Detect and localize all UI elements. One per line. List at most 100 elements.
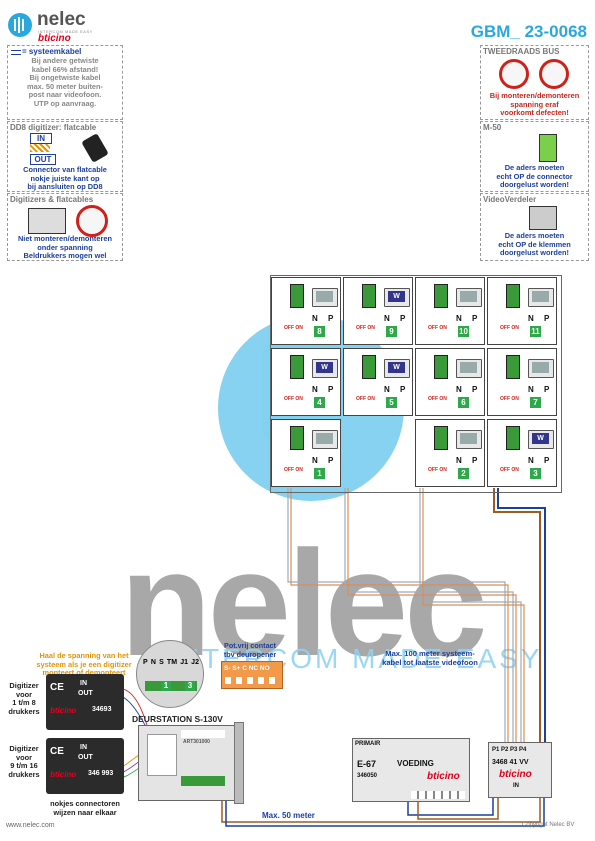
monitor-screen: W (388, 362, 405, 373)
n-label: N (312, 456, 318, 465)
voeding-code: 346050 (357, 773, 378, 779)
monitor-icon: W (528, 430, 554, 449)
digitizer-2-label: Digitizer voor 9 t/m 16 drukkers (4, 744, 44, 779)
terminal-block-icon (290, 355, 304, 379)
off-on-switch: OFF ON (500, 467, 519, 473)
vv-ports: P1 P2 P3 P4 (492, 747, 527, 753)
digitizer-1: CE IN OUT bticino 34693 (46, 674, 124, 730)
dd8-in-label: IN (30, 133, 52, 144)
monitor-screen (316, 433, 333, 444)
n-label: N (312, 385, 318, 394)
floor-border-top (270, 275, 562, 493)
n-label: N (528, 385, 534, 394)
digitizers-box: Digitizers & flatcables Niet monteren/de… (7, 193, 123, 261)
deurstation-label: DEURSTATION S-130V (132, 714, 223, 724)
nokjes-note: nokjes connectoren wijzen naar elkaar (40, 799, 130, 817)
p-label: P (328, 314, 334, 323)
off-on-switch: OFF ON (428, 396, 447, 402)
deurstation: ART301000 (138, 725, 236, 801)
flatcable-device-icon (28, 208, 66, 234)
footer-copyright: Copyright Nelec BV (522, 822, 575, 828)
p-label: P (544, 385, 550, 394)
systeemkabel-line: UTP op aanvraag. (33, 98, 97, 108)
cable-unit-4 (344, 488, 514, 745)
digitizer-1-code: 34693 (92, 706, 112, 713)
monitor-screen (532, 362, 549, 373)
off-on-switch: OFF ON (284, 396, 303, 402)
digitizer-2-line: 9 t/m 16 (10, 761, 38, 771)
p-label: P (472, 456, 478, 465)
systeemkabel-text: Bij andere getwiste kabel 66% afstand! B… (8, 56, 122, 109)
dd8-out-label: OUT (30, 154, 56, 165)
videoverdeler-title: VideoVerdeler (483, 195, 537, 204)
monitor-icon (456, 288, 482, 307)
monitor-screen (460, 433, 477, 444)
digitizers-line: Niet monteren/demonteren (17, 234, 113, 243)
m50-text: De aders moeten echt OP de connector doo… (481, 163, 588, 190)
unit-number: 7 (530, 397, 541, 408)
spanning-warning: Haal de spanning van het systeem als je … (24, 651, 144, 678)
pnstm-terminal-strip (145, 681, 197, 691)
digitizer-2: CE IN OUT bticino 346 993 (46, 738, 124, 794)
max50-label: Max. 50 meter (262, 811, 315, 820)
digitizer-2-line: drukkers (8, 769, 40, 779)
contact-block: S- S+ C NC NO (221, 661, 283, 689)
monitor-screen (316, 291, 333, 302)
m50-line: echt OP de connector (496, 171, 573, 181)
monitor-screen: W (316, 362, 333, 373)
videoverdeler-unit: P1 P2 P3 P4 3468 41 VV bticino IN (488, 742, 552, 798)
unit-number: 8 (314, 326, 325, 337)
p-label: P (472, 314, 478, 323)
digitizer-1-line: 1 t/m 8 (12, 698, 36, 708)
brand-tagline: INTERCOM MADE EASY (38, 29, 93, 34)
unit-number: 6 (458, 397, 469, 408)
pnstm-label: J2 (191, 659, 199, 666)
terminal-block-icon (506, 355, 520, 379)
monitor-screen (460, 291, 477, 302)
off-on-switch: OFF ON (428, 467, 447, 473)
brand-name: nelec (37, 9, 86, 30)
monitor-screen: W (388, 291, 405, 302)
systeemkabel-box: = systeemkabel Bij andere getwiste kabel… (7, 45, 123, 120)
dd8-line: nokje juiste kant op (30, 173, 100, 183)
off-on-switch: OFF ON (284, 325, 303, 331)
no-power-icon (76, 205, 108, 237)
cable-unit-4b (347, 488, 517, 745)
unit-number: 1 (314, 468, 325, 479)
nokjes-line: wijzen naar elkaar (53, 807, 117, 817)
terminal-block-icon (362, 355, 376, 379)
terminal-block-icon (434, 355, 448, 379)
doc-code: GBM_ 23-0068 (470, 22, 587, 41)
digitizers-title: Digitizers & flatcables (10, 195, 94, 204)
digitizer-2-brand: bticino (50, 770, 77, 779)
monitor-icon (312, 288, 338, 307)
cable-unit-3b (497, 488, 546, 745)
monitor-icon (528, 359, 554, 378)
terminal-block-icon (529, 206, 557, 230)
pnstm-label: TM (166, 659, 178, 666)
digitizer-2-in: IN (80, 744, 87, 751)
dd8-text: Connector van flatcable nokje juiste kan… (8, 165, 122, 192)
n-label: N (456, 385, 462, 394)
spanning-line: systeem als je een digitizer (36, 659, 132, 669)
unit-number: 5 (386, 397, 397, 408)
pnstm-label: P (143, 659, 148, 666)
systeemkabel-line: kabel 66% afstand! (31, 64, 99, 74)
cable-unit-1 (287, 488, 506, 745)
tweedraads-box: TWEEDRAADS BUS Bij monteren/demonteren s… (480, 45, 589, 120)
tweedraads-line: voorkomt defecten! (500, 108, 569, 118)
digitizer-1-line: voor (15, 689, 32, 699)
digitizer-2-ce: CE (50, 746, 64, 757)
monitor-icon (456, 430, 482, 449)
voeding-model: E-67 (357, 759, 377, 769)
digitizer-2-code: 346 993 (88, 770, 114, 777)
potvrij-line: tbv deuropener (223, 649, 277, 659)
flatcable-icon (30, 144, 50, 152)
m50-line: De aders moeten (504, 163, 565, 172)
